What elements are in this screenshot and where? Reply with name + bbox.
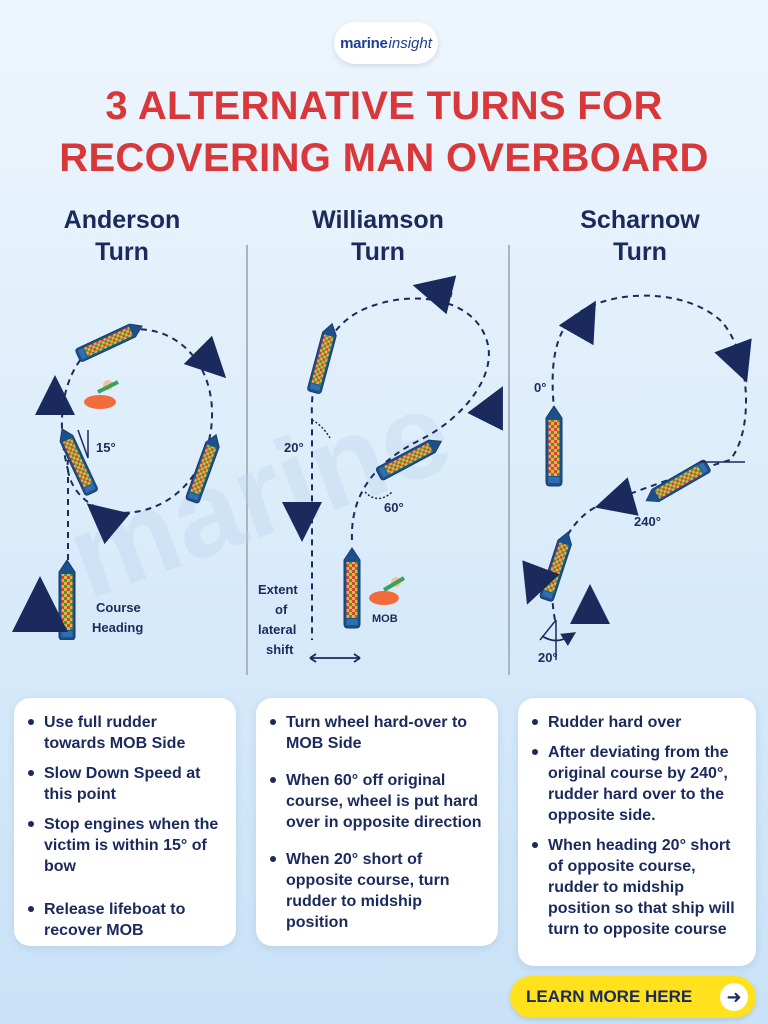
main-title-line1: 3 ALTERNATIVE TURNS FOR xyxy=(105,84,663,128)
ship-icon xyxy=(545,405,563,487)
svg-text:0°: 0° xyxy=(534,380,546,395)
svg-text:20°: 20° xyxy=(538,650,558,665)
list-item: When 60° off original course, wheel is p… xyxy=(270,770,484,833)
list-item: Slow Down Speed at this point xyxy=(28,763,222,805)
williamson-steps-list: Turn wheel hard-over to MOB Side When 60… xyxy=(270,712,484,933)
svg-text:Heading: Heading xyxy=(92,620,143,635)
scharnow-steps-list: Rudder hard over After deviating from th… xyxy=(532,712,742,940)
williamson-title: Williamson Turn xyxy=(312,206,444,266)
arrow-right-icon: ➜ xyxy=(720,983,748,1011)
main-title-line2: RECOVERING MAN OVERBOARD xyxy=(59,136,709,180)
svg-text:60°: 60° xyxy=(384,500,404,515)
mob-icon xyxy=(84,380,119,409)
list-item: When heading 20° short of opposite cours… xyxy=(532,835,742,940)
list-item: Release lifeboat to recover MOB xyxy=(28,899,222,941)
ship-icon xyxy=(58,560,76,640)
svg-text:shift: shift xyxy=(266,642,294,657)
svg-text:MOB: MOB xyxy=(372,613,398,625)
williamson-steps-card: Turn wheel hard-over to MOB Side When 60… xyxy=(256,698,498,946)
ship-icon xyxy=(642,458,712,508)
list-item: After deviating from the original course… xyxy=(532,742,742,826)
svg-text:15°: 15° xyxy=(96,440,116,455)
learn-more-button[interactable]: LEARN MORE HERE ➜ xyxy=(510,976,756,1018)
ship-icon xyxy=(343,547,361,629)
list-item: When 20° short of opposite course, turn … xyxy=(270,849,484,933)
ship-icon xyxy=(538,529,576,603)
list-item: Use full rudder towards MOB Side xyxy=(28,712,222,754)
ship-icon xyxy=(55,425,99,497)
mob-icon xyxy=(369,576,406,605)
anderson-diagram: 15° Course Heading xyxy=(12,319,227,640)
svg-text:of: of xyxy=(275,602,288,617)
svg-text:20°: 20° xyxy=(284,440,304,455)
column-divider xyxy=(508,245,510,675)
svg-text:lateral: lateral xyxy=(258,622,296,637)
svg-text:Course: Course xyxy=(96,600,141,615)
list-item: Stop engines when the victim is within 1… xyxy=(28,814,222,877)
list-item: Turn wheel hard-over to MOB Side xyxy=(270,712,484,754)
column-divider xyxy=(246,245,248,675)
ship-icon xyxy=(74,319,146,363)
anderson-title: Anderson Turn xyxy=(63,206,181,266)
svg-text:240°: 240° xyxy=(634,514,661,529)
scharnow-steps-card: Rudder hard over After deviating from th… xyxy=(518,698,756,966)
anderson-steps-list: Use full rudder towards MOB Side Slow Do… xyxy=(28,712,222,941)
list-item: Rudder hard over xyxy=(532,712,742,733)
scharnow-diagram: 0° 240° 20° xyxy=(522,294,752,665)
anderson-steps-card: Use full rudder towards MOB Side Slow Do… xyxy=(14,698,236,946)
ship-icon xyxy=(306,321,340,395)
scharnow-title: Scharnow Turn xyxy=(580,206,700,266)
williamson-diagram: 20° 60° MOB Extent of lateral shift xyxy=(258,275,503,663)
svg-text:Extent: Extent xyxy=(258,582,298,597)
